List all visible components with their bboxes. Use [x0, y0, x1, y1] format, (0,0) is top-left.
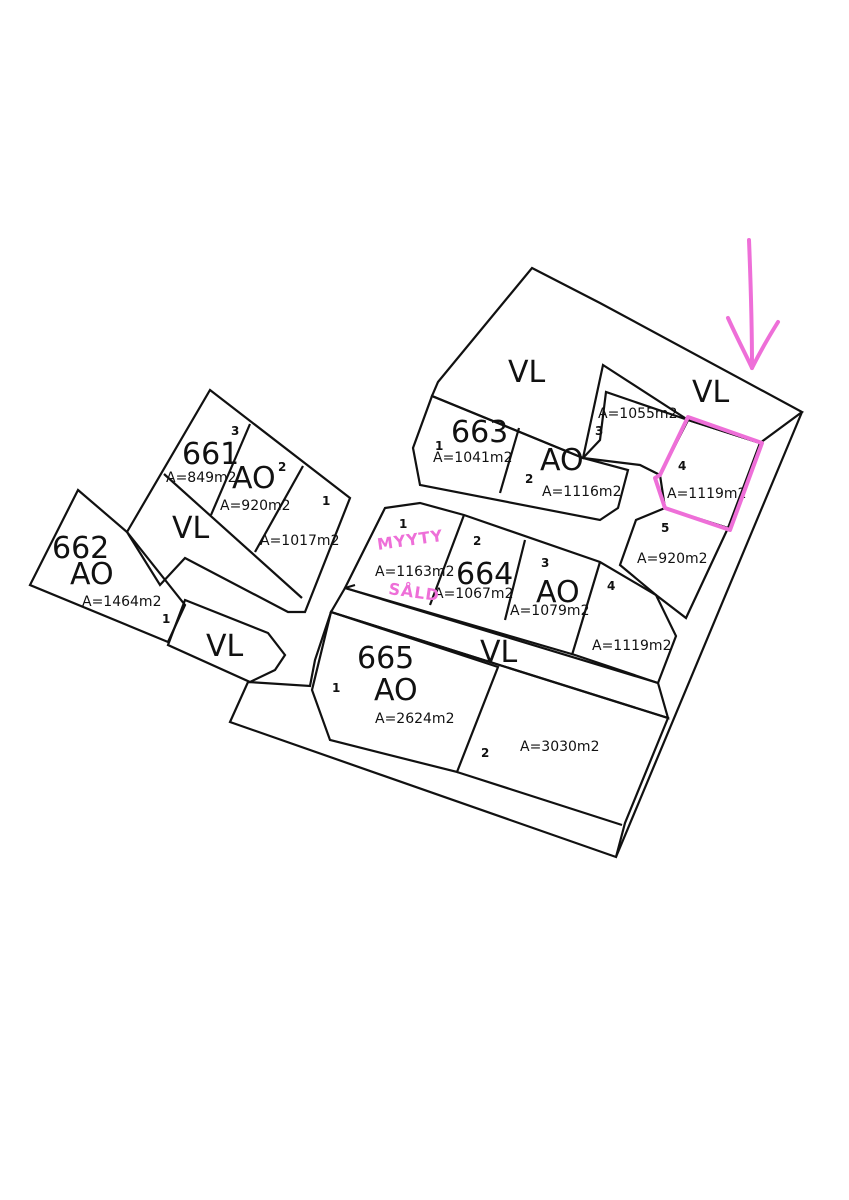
lot-number-664-3: 3	[541, 556, 549, 570]
plot-outline-664	[343, 501, 678, 685]
area-label-663-4: A=1119m2	[667, 486, 746, 502]
lot-line-664-2-3	[503, 539, 527, 621]
zone-label-ao-665: AO	[374, 673, 418, 708]
plot-665-1	[310, 610, 500, 774]
pink-annotations: MYYTY SÅLD	[376, 238, 780, 605]
zone-label-ao-664: AO	[536, 575, 580, 610]
west-plots	[28, 388, 352, 684]
sold-annotation-line1: MYYTY	[376, 526, 445, 554]
area-label-663-1: A=1041m2	[433, 450, 512, 466]
area-label-665-2: A=3030m2	[520, 739, 599, 755]
area-label-664-2: A=1067m2	[434, 586, 513, 602]
lot-line-664-3-4	[570, 561, 602, 656]
lot-number-665-1: 1	[332, 681, 340, 695]
area-label-664-1: A=1163m2	[375, 564, 454, 580]
zone-label-vl-661: VL	[172, 511, 210, 546]
lot-number-664-2: 2	[473, 534, 481, 548]
highlight-plot-663-4	[653, 415, 764, 532]
down-arrow-icon	[726, 238, 780, 370]
lot-number-664-1: 1	[399, 517, 407, 531]
zone-label-ao-662: AO	[70, 557, 114, 592]
plot-outline-661	[125, 388, 352, 614]
area-label-663-5: A=920m2	[637, 551, 708, 567]
lot-number-661-3: 3	[231, 424, 239, 438]
area-label-663-3: A=1055m2	[598, 406, 677, 422]
block-number-665: 665	[357, 641, 414, 676]
zone-label-ao-661: AO	[232, 461, 276, 496]
block-number-663: 663	[451, 415, 508, 450]
lot-number-662-1: 1	[162, 612, 170, 626]
labels: VL VL VL VL VL 661 662 663 664 665 AO AO…	[52, 355, 746, 760]
lot-number-663-5: 5	[661, 521, 669, 535]
zone-label-vl-top-right: VL	[692, 375, 730, 410]
area-label-664-4: A=1119m2	[592, 638, 671, 654]
block-number-662: 662	[52, 531, 109, 566]
lot-line-661-3-2	[209, 423, 252, 516]
lot-number-665-2: 2	[481, 746, 489, 760]
zone-label-vl-top: VL	[508, 355, 546, 390]
lot-line-664-1-2	[428, 514, 466, 606]
area-label-663-2: A=1116m2	[542, 484, 621, 500]
area-label-661-3: A=849m2	[166, 470, 237, 486]
lot-line-663-1-2	[498, 427, 521, 494]
lot-number-661-2: 2	[278, 460, 286, 474]
lot-line-665-south	[456, 770, 623, 827]
zone-label-ao-663: AO	[540, 443, 584, 478]
lot-number-661-1: 1	[322, 494, 330, 508]
plot-outline-vl-bottom-left	[166, 598, 287, 684]
area-label-662-1: A=1464m2	[82, 594, 161, 610]
area-label-661-2: A=920m2	[220, 498, 291, 514]
area-label-664-3: A=1079m2	[510, 603, 589, 619]
vl-boundary-661	[163, 473, 303, 599]
area-label-665-1: A=2624m2	[375, 711, 454, 727]
zone-label-vl-middle: VL	[480, 635, 518, 670]
block-number-661: 661	[182, 437, 239, 472]
lot-number-663-2: 2	[525, 472, 533, 486]
plot-663-3	[581, 363, 690, 477]
plot-outline-vl-top	[430, 266, 805, 460]
zone-label-vl-bottom-left: VL	[206, 629, 244, 664]
area-label-661-1: A=1017m2	[260, 533, 339, 549]
block-number-664: 664	[456, 557, 513, 592]
sold-annotation-line2: SÅLD	[387, 579, 441, 605]
plot-outline-665	[228, 610, 670, 859]
lot-line-661-2-1	[254, 465, 304, 553]
lot-number-663-3: 3	[595, 424, 603, 438]
lot-number-664-4: 4	[607, 579, 615, 593]
lot-number-663-4: 4	[678, 459, 686, 473]
east-boundary	[614, 411, 804, 858]
lot-number-663-1: 1	[435, 439, 443, 453]
